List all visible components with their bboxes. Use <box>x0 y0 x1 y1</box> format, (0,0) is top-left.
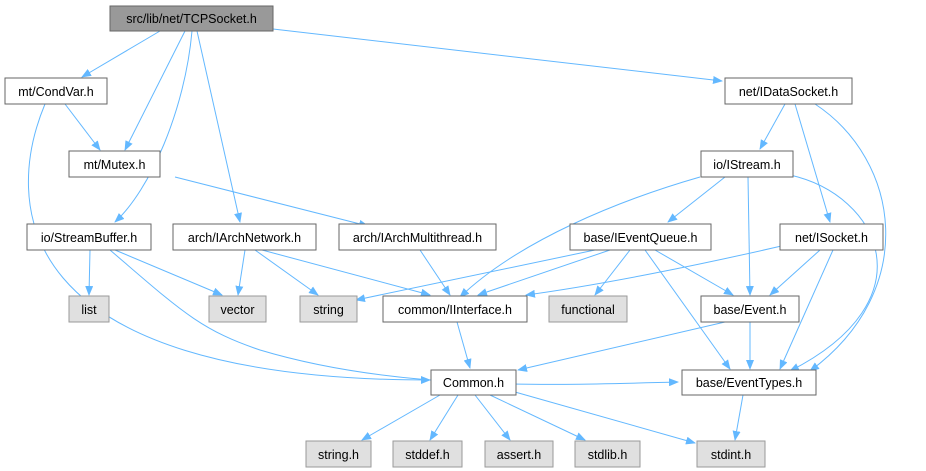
node-streambuffer[interactable]: io/StreamBuffer.h <box>26 223 152 251</box>
node-idatasocket[interactable]: net/IDataSocket.h <box>724 77 853 105</box>
edge-common-stdlib-h <box>489 394 586 441</box>
node-string-h[interactable]: string.h <box>305 440 372 468</box>
svg-text:common/IInterface.h: common/IInterface.h <box>398 303 512 317</box>
svg-text:base/Event.h: base/Event.h <box>714 303 787 317</box>
edge-iarchnetwork-iinterface <box>261 249 431 297</box>
node-common[interactable]: Common.h <box>430 369 517 396</box>
edge-tcpsocket-idatasocket <box>272 28 723 84</box>
node-stdlib-h[interactable]: stdlib.h <box>574 440 641 468</box>
edge-event-common <box>517 321 726 372</box>
node-functional[interactable]: functional <box>548 295 628 323</box>
svg-text:string.h: string.h <box>318 448 359 462</box>
svg-text:mt/CondVar.h: mt/CondVar.h <box>18 85 94 99</box>
edge-isocket-iinterface <box>525 243 791 298</box>
svg-text:src/lib/net/TCPSocket.h: src/lib/net/TCPSocket.h <box>126 12 257 26</box>
edge-condvar-mutex <box>64 103 101 151</box>
node-iinterface[interactable]: common/IInterface.h <box>382 295 528 323</box>
svg-text:net/IDataSocket.h: net/IDataSocket.h <box>739 85 838 99</box>
node-condvar[interactable]: mt/CondVar.h <box>4 77 108 105</box>
node-isocket[interactable]: net/ISocket.h <box>779 223 884 251</box>
edge-streambuffer-eventtypes <box>109 249 679 387</box>
node-string[interactable]: string <box>299 295 358 323</box>
edge-streambuffer-vector <box>114 249 223 296</box>
edge-common-stdint-h <box>514 391 696 445</box>
node-assert-h[interactable]: assert.h <box>484 440 554 468</box>
svg-text:functional: functional <box>561 303 615 317</box>
node-mutex[interactable]: mt/Mutex.h <box>68 150 161 178</box>
edge-condvar-common <box>27 103 431 384</box>
node-stddef-h[interactable]: stddef.h <box>392 440 463 468</box>
edge-isocket-eventtypes <box>779 249 834 370</box>
svg-text:base/IEventQueue.h: base/IEventQueue.h <box>584 231 698 245</box>
edge-tcpsocket-streambuffer <box>114 30 193 223</box>
node-iarchmultithread[interactable]: arch/IArchMultithread.h <box>338 223 497 251</box>
svg-text:arch/IArchNetwork.h: arch/IArchNetwork.h <box>188 231 301 245</box>
edge-ieventqueue-event <box>654 249 734 296</box>
svg-text:Common.h: Common.h <box>443 376 504 390</box>
edge-isocket-event <box>769 249 821 296</box>
svg-text:list: list <box>81 303 97 317</box>
svg-text:stdint.h: stdint.h <box>711 448 751 462</box>
svg-text:base/EventTypes.h: base/EventTypes.h <box>696 376 802 390</box>
svg-text:io/IStream.h: io/IStream.h <box>713 158 780 172</box>
svg-text:string: string <box>313 303 344 317</box>
edge-common-stddef-h <box>429 394 459 441</box>
edge-common-assert-h <box>474 394 511 441</box>
edge-iarchnetwork-string <box>254 249 319 296</box>
node-istream[interactable]: io/IStream.h <box>700 150 794 178</box>
node-iarchnetwork[interactable]: arch/IArchNetwork.h <box>172 223 317 251</box>
svg-text:stdlib.h: stdlib.h <box>588 448 628 462</box>
svg-text:assert.h: assert.h <box>497 448 542 462</box>
svg-text:arch/IArchMultithread.h: arch/IArchMultithread.h <box>353 231 482 245</box>
edge-idatasocket-istream <box>759 103 786 150</box>
svg-text:vector: vector <box>220 303 254 317</box>
edge-ieventqueue-functional <box>594 249 631 296</box>
edge-iinterface-common <box>456 321 472 369</box>
edge-istream-eventtypes <box>789 174 878 372</box>
edge-mutex-iarchmultithread <box>174 176 369 228</box>
edge-streambuffer-list <box>85 249 94 296</box>
node-eventtypes[interactable]: base/EventTypes.h <box>681 369 817 396</box>
edge-tcpsocket-iarchnetwork <box>196 30 242 223</box>
svg-text:io/StreamBuffer.h: io/StreamBuffer.h <box>41 231 137 245</box>
edge-eventtypes-stdint-h <box>732 394 744 441</box>
edge-iarchmultithread-iinterface <box>419 249 451 296</box>
edge-ieventqueue-string <box>355 249 596 303</box>
node-stdint-h[interactable]: stdint.h <box>696 440 766 468</box>
edge-common-string-h <box>361 394 441 441</box>
node-tcpsocket[interactable]: src/lib/net/TCPSocket.h <box>109 5 274 32</box>
node-vector[interactable]: vector <box>208 295 267 323</box>
node-list[interactable]: list <box>68 295 110 323</box>
svg-text:net/ISocket.h: net/ISocket.h <box>795 231 868 245</box>
edge-ieventqueue-iinterface <box>477 249 611 296</box>
edge-istream-event <box>745 176 754 296</box>
node-ieventqueue[interactable]: base/IEventQueue.h <box>569 223 712 251</box>
edge-tcpsocket-condvar <box>81 30 161 78</box>
edge-ieventqueue-eventtypes <box>644 249 731 370</box>
edge-tcpsocket-mutex <box>124 30 186 151</box>
edge-idatasocket-isocket <box>794 103 832 223</box>
svg-text:stddef.h: stddef.h <box>405 448 450 462</box>
edge-idatasocket-eventtypes <box>809 103 887 372</box>
edge-istream-ieventqueue <box>667 176 726 223</box>
svg-text:mt/Mutex.h: mt/Mutex.h <box>84 158 146 172</box>
node-event[interactable]: base/Event.h <box>700 295 800 323</box>
edge-iarchnetwork-vector <box>235 249 246 296</box>
